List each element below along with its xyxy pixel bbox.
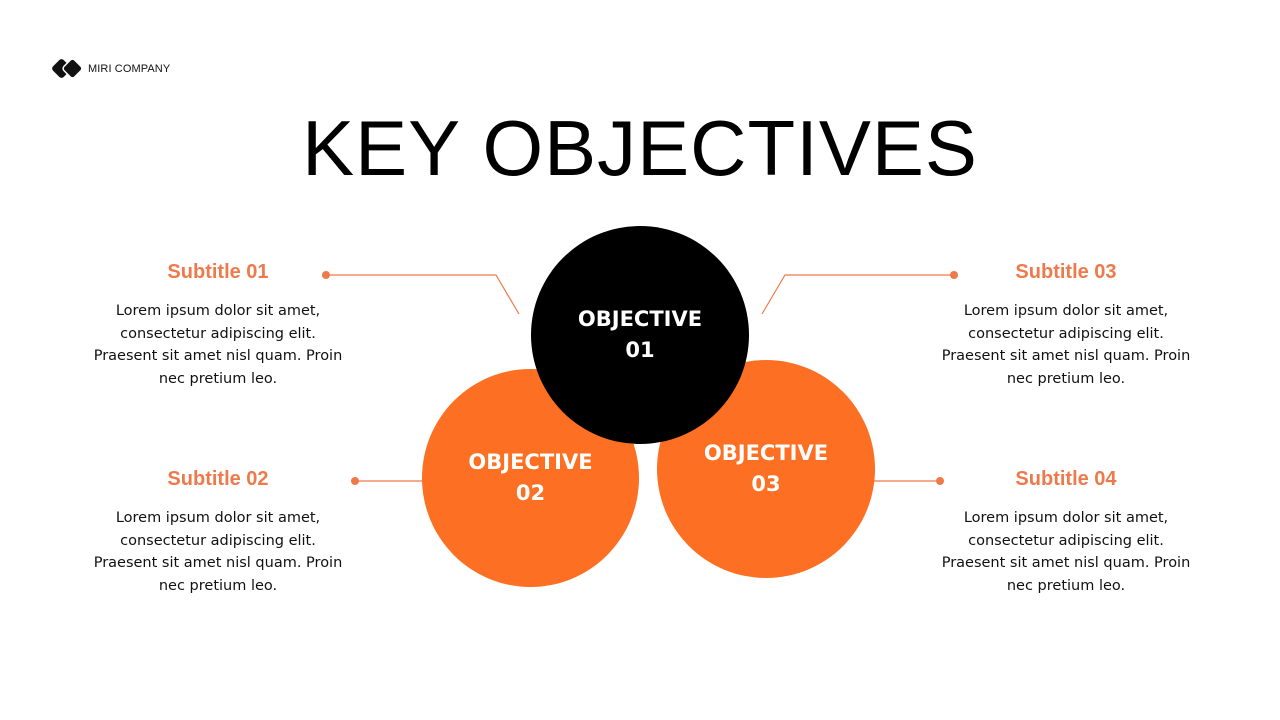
connector-dot-icon [950, 271, 958, 279]
objective-02-circle: OBJECTIVE 02 [422, 369, 639, 587]
objective-03-number: 03 [751, 472, 781, 496]
body-line: Lorem ipsum dolor sit amet, [115, 303, 321, 319]
company-logo: MIRI COMPANY [51, 57, 170, 81]
body-line: nec pretium leo. [158, 370, 278, 387]
objective-02-label: OBJECTIVE [468, 450, 593, 474]
objective-03-label: OBJECTIVE [703, 441, 829, 465]
body-line: Lorem ipsum dolor sit amet, [963, 303, 1169, 319]
subtitle-01-block: Subtitle 01 Lorem ipsum dolor sit amet, … [73, 260, 363, 390]
connector-subtitle-01 [326, 274, 520, 315]
subtitle-04-body: Lorem ipsum dolor sit amet, consectetur … [921, 507, 1211, 597]
connector-dot-icon [351, 477, 359, 485]
objective-02-number: 02 [515, 481, 546, 505]
body-line: nec pretium leo. [158, 577, 278, 594]
body-line: consectetur adipiscing elit. [968, 532, 1164, 549]
subtitle-04-heading: Subtitle 04 [1015, 468, 1117, 490]
subtitle-02-body: Lorem ipsum dolor sit amet, consectetur … [73, 507, 363, 597]
connector-subtitle-03 [761, 274, 954, 315]
body-line: consectetur adipiscing elit. [968, 325, 1164, 342]
body-line: Lorem ipsum dolor sit amet, [115, 510, 321, 526]
double-diamond-logo-icon [52, 58, 83, 79]
subtitle-02-block: Subtitle 02 Lorem ipsum dolor sit amet, … [73, 467, 363, 597]
body-line: Praesent sit amet nisl quam. Proin [941, 348, 1191, 364]
subtitle-03-body: Lorem ipsum dolor sit amet, consectetur … [921, 300, 1211, 390]
page-title: KEY OBJECTIVES [302, 104, 978, 192]
body-line: Praesent sit amet nisl quam. Proin [941, 555, 1191, 571]
subtitle-03-heading: Subtitle 03 [1015, 261, 1117, 283]
body-line: consectetur adipiscing elit. [120, 325, 316, 342]
subtitle-01-body: Lorem ipsum dolor sit amet, consectetur … [73, 300, 363, 390]
body-line: Praesent sit amet nisl quam. Proin [93, 348, 343, 364]
body-line: nec pretium leo. [1006, 577, 1126, 594]
body-line: Lorem ipsum dolor sit amet, [963, 510, 1169, 526]
subtitle-01-heading: Subtitle 01 [167, 261, 269, 283]
subtitle-04-block: Subtitle 04 Lorem ipsum dolor sit amet, … [921, 467, 1211, 597]
objective-01-label: OBJECTIVE [577, 307, 703, 331]
subtitle-02-heading: Subtitle 02 [167, 468, 269, 490]
objective-01-number: 01 [625, 338, 655, 362]
objective-01-circle: OBJECTIVE 01 [531, 226, 749, 444]
company-name: MIRI COMPANY [88, 63, 171, 75]
connector-dot-icon [322, 271, 330, 279]
body-line: Praesent sit amet nisl quam. Proin [93, 555, 343, 571]
connector-dot-icon [936, 477, 944, 485]
body-line: nec pretium leo. [1006, 370, 1126, 387]
body-line: consectetur adipiscing elit. [120, 532, 316, 549]
subtitle-03-block: Subtitle 03 Lorem ipsum dolor sit amet, … [921, 260, 1211, 390]
